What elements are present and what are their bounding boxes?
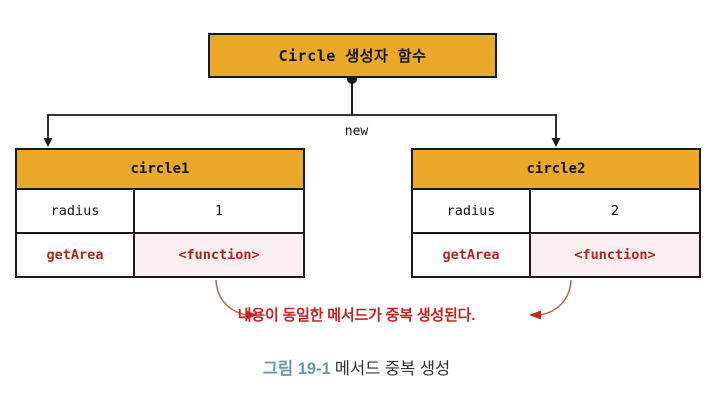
callout-arrowhead-left xyxy=(246,310,258,320)
property-key-radius-circle1: radius xyxy=(17,190,135,232)
annotation-text: 내용이 동일한 메서드가 중복 생성된다. xyxy=(237,307,476,324)
property-row-radius-circle1: radius 1 xyxy=(17,190,303,234)
constructor-function-label: Circle 생성자 함수 xyxy=(278,47,427,65)
constructor-function-box: Circle 생성자 함수 xyxy=(208,33,497,78)
property-value-getarea-circle1: <function> xyxy=(135,234,303,276)
object-name-circle1: circle1 xyxy=(17,150,303,190)
figure-caption-number: 그림 19-1 xyxy=(262,360,331,378)
callout-arrowhead-right xyxy=(529,310,541,320)
connector-to-circle2 xyxy=(351,79,557,140)
property-value-getarea-circle2: <function> xyxy=(531,234,699,276)
arrowhead-circle1 xyxy=(43,138,53,147)
edge-label-new: new xyxy=(344,124,369,139)
property-key-getarea-circle2: getArea xyxy=(413,234,531,276)
property-key-getarea-circle1: getArea xyxy=(17,234,135,276)
property-row-getarea-circle2: getArea <function> xyxy=(413,234,699,276)
property-row-radius-circle2: radius 2 xyxy=(413,190,699,234)
object-box-circle2: circle2 radius 2 getArea <function> xyxy=(411,148,701,278)
property-value-radius-circle2: 2 xyxy=(610,203,620,219)
property-value-radius-circle1: 1 xyxy=(214,203,224,219)
property-key-radius-circle2: radius xyxy=(413,190,531,232)
object-name-circle2: circle2 xyxy=(413,150,699,190)
figure-caption-title: 메서드 중복 생성 xyxy=(334,360,451,378)
arrowhead-circle2 xyxy=(551,138,561,147)
callout-curve-right xyxy=(539,279,572,316)
property-row-getarea-circle1: getArea <function> xyxy=(17,234,303,276)
callout-curve-left xyxy=(215,279,248,316)
object-box-circle1: circle1 radius 1 getArea <function> xyxy=(15,148,305,278)
